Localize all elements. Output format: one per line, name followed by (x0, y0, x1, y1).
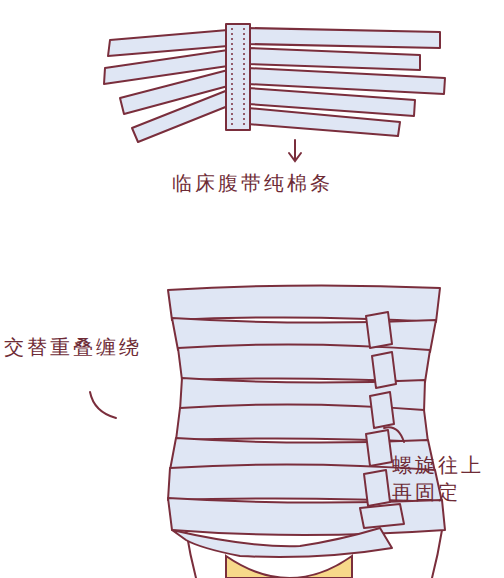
strip (248, 108, 400, 136)
strip (132, 90, 228, 142)
binder-strips (104, 24, 445, 142)
wrapped-bands (168, 285, 445, 557)
note-label: 螺旋往上 再固定 (392, 452, 496, 506)
leader-lines (90, 392, 404, 442)
center-panel (226, 24, 250, 130)
hook-rows (232, 28, 244, 126)
note-label: 交替重叠缠绕 (4, 334, 142, 361)
strip (248, 28, 440, 48)
note-label: 临床腹带纯棉条 (172, 170, 333, 197)
strip (248, 48, 420, 70)
underwear (226, 556, 352, 578)
pointer-arrow (289, 140, 301, 161)
